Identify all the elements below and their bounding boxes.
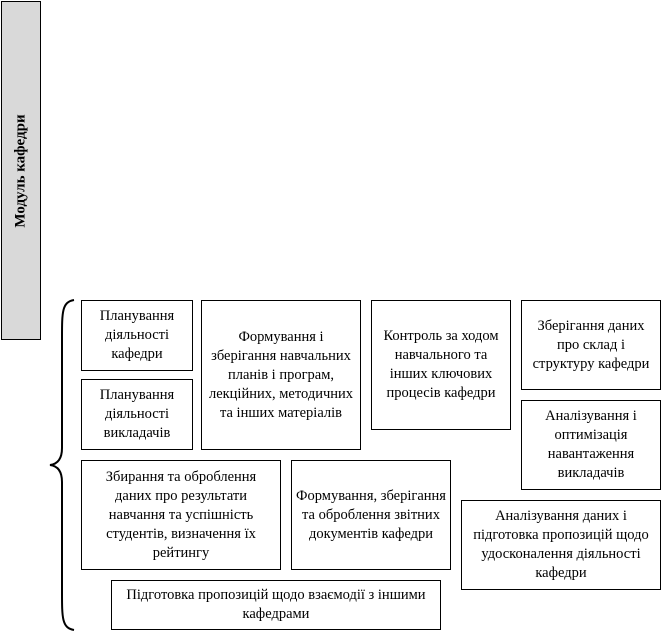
box-curricula-materials-text: Формування і зберігання навчальних плані…	[208, 328, 354, 421]
box-improvement-proposals-text: Аналізування даних і підготовка пропозиц…	[473, 508, 649, 581]
box-process-control: Контроль за ходом навчального та інших к…	[371, 300, 511, 430]
box-reports-text: Формування, зберігання та оброблення зві…	[296, 487, 446, 542]
box-planning-department-text: Планування діяльності кафедри	[99, 308, 175, 362]
box-interaction-proposals-text: Підготовка пропозицій щодо взаємодії з і…	[126, 587, 426, 622]
box-improvement-proposals: Аналізування даних і підготовка пропозиц…	[461, 500, 661, 590]
box-workload-analysis-text: Аналізування і оптимізація навантаження …	[545, 408, 637, 481]
box-workload-analysis: Аналізування і оптимізація навантаження …	[521, 400, 661, 490]
box-staff-data-text: Зберігання даних про склад і структуру к…	[532, 317, 650, 372]
module-title-box: Модуль кафедри	[1, 1, 41, 340]
curly-brace	[49, 299, 75, 631]
box-process-control-text: Контроль за ходом навчального та інших к…	[383, 328, 499, 401]
box-student-results: Збирання та оброблення даних про результ…	[81, 460, 281, 570]
box-curricula-materials: Формування і зберігання навчальних плані…	[201, 300, 361, 450]
box-planning-teachers-text: Планування діяльності викладачів	[99, 387, 175, 441]
box-reports: Формування, зберігання та оброблення зві…	[291, 460, 451, 570]
module-title: Модуль кафедри	[12, 113, 29, 228]
box-interaction-proposals: Підготовка пропозицій щодо взаємодії з і…	[111, 580, 441, 630]
box-planning-teachers: Планування діяльності викладачів	[81, 379, 193, 450]
box-student-results-text: Збирання та оброблення даних про результ…	[105, 468, 257, 561]
box-staff-data: Зберігання даних про склад і структуру к…	[521, 300, 661, 390]
box-planning-department: Планування діяльності кафедри	[81, 300, 193, 371]
